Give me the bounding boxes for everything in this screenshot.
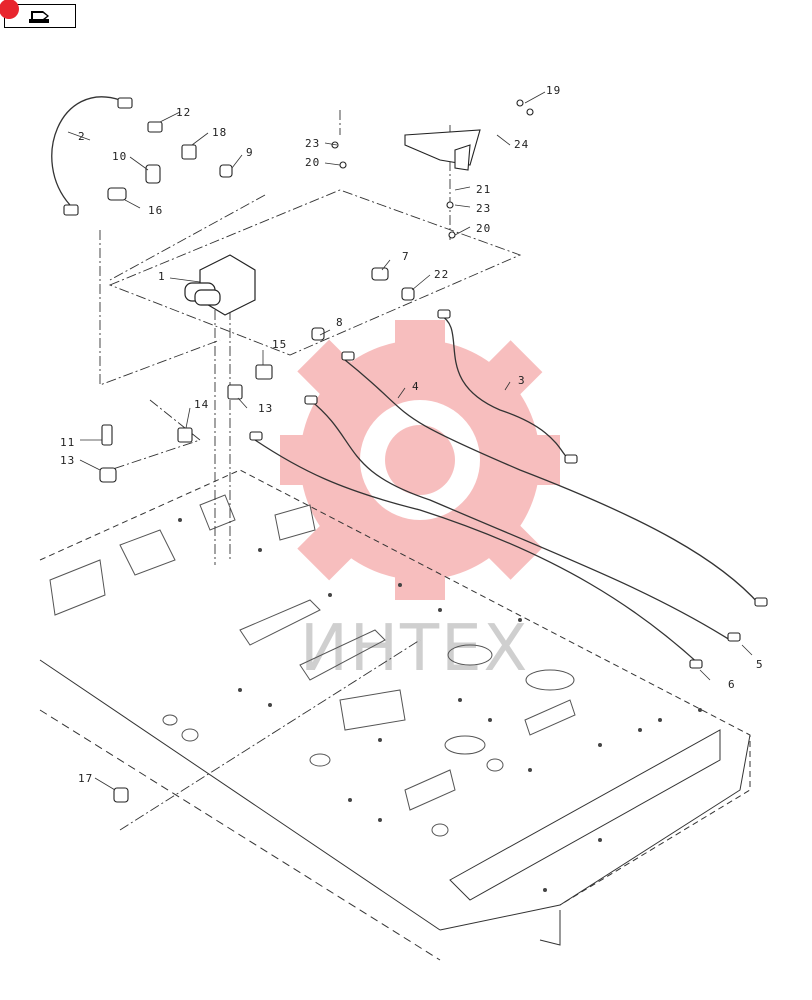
callout-16: 16 <box>148 204 163 217</box>
callout-5: 5 <box>756 658 764 671</box>
return-button[interactable] <box>0 0 76 28</box>
callout-23-lower: 23 <box>476 202 491 215</box>
callout-1: 1 <box>158 270 166 283</box>
mounting-bracket <box>404 129 481 171</box>
watermark-gear <box>280 320 560 600</box>
callout-19: 19 <box>546 84 561 97</box>
callout-15: 15 <box>272 338 287 351</box>
status-dot <box>0 0 19 19</box>
callout-13-upper: 13 <box>258 402 273 415</box>
callout-4: 4 <box>412 380 420 393</box>
callout-13-lower: 13 <box>60 454 75 467</box>
watermark-text: ИНТЕХ <box>300 612 529 686</box>
callout-9: 9 <box>246 146 254 159</box>
callout-14: 14 <box>194 398 209 411</box>
callout-21: 21 <box>476 183 491 196</box>
callout-3: 3 <box>518 374 526 387</box>
hoses <box>51 96 761 666</box>
callout-7: 7 <box>402 250 410 263</box>
callout-12: 12 <box>176 106 191 119</box>
callout-2: 2 <box>78 130 86 143</box>
callout-18: 18 <box>212 126 227 139</box>
chassis-frame <box>39 469 751 961</box>
callout-11: 11 <box>60 436 75 449</box>
callout-23-upper: 23 <box>305 137 320 150</box>
callout-20-upper: 20 <box>305 156 320 169</box>
callout-20-lower: 20 <box>476 222 491 235</box>
callout-labels: 1 2 3 4 5 6 7 8 9 10 11 12 13 13 14 15 1… <box>60 84 764 785</box>
valve-block <box>184 254 256 316</box>
callout-17: 17 <box>78 772 93 785</box>
callout-22: 22 <box>434 268 449 281</box>
leader-lines <box>67 91 753 791</box>
fittings <box>63 97 768 803</box>
callout-6: 6 <box>728 678 736 691</box>
callout-8: 8 <box>336 316 344 329</box>
callout-10: 10 <box>112 150 127 163</box>
callout-24: 24 <box>514 138 529 151</box>
return-arrow-icon <box>29 11 49 23</box>
